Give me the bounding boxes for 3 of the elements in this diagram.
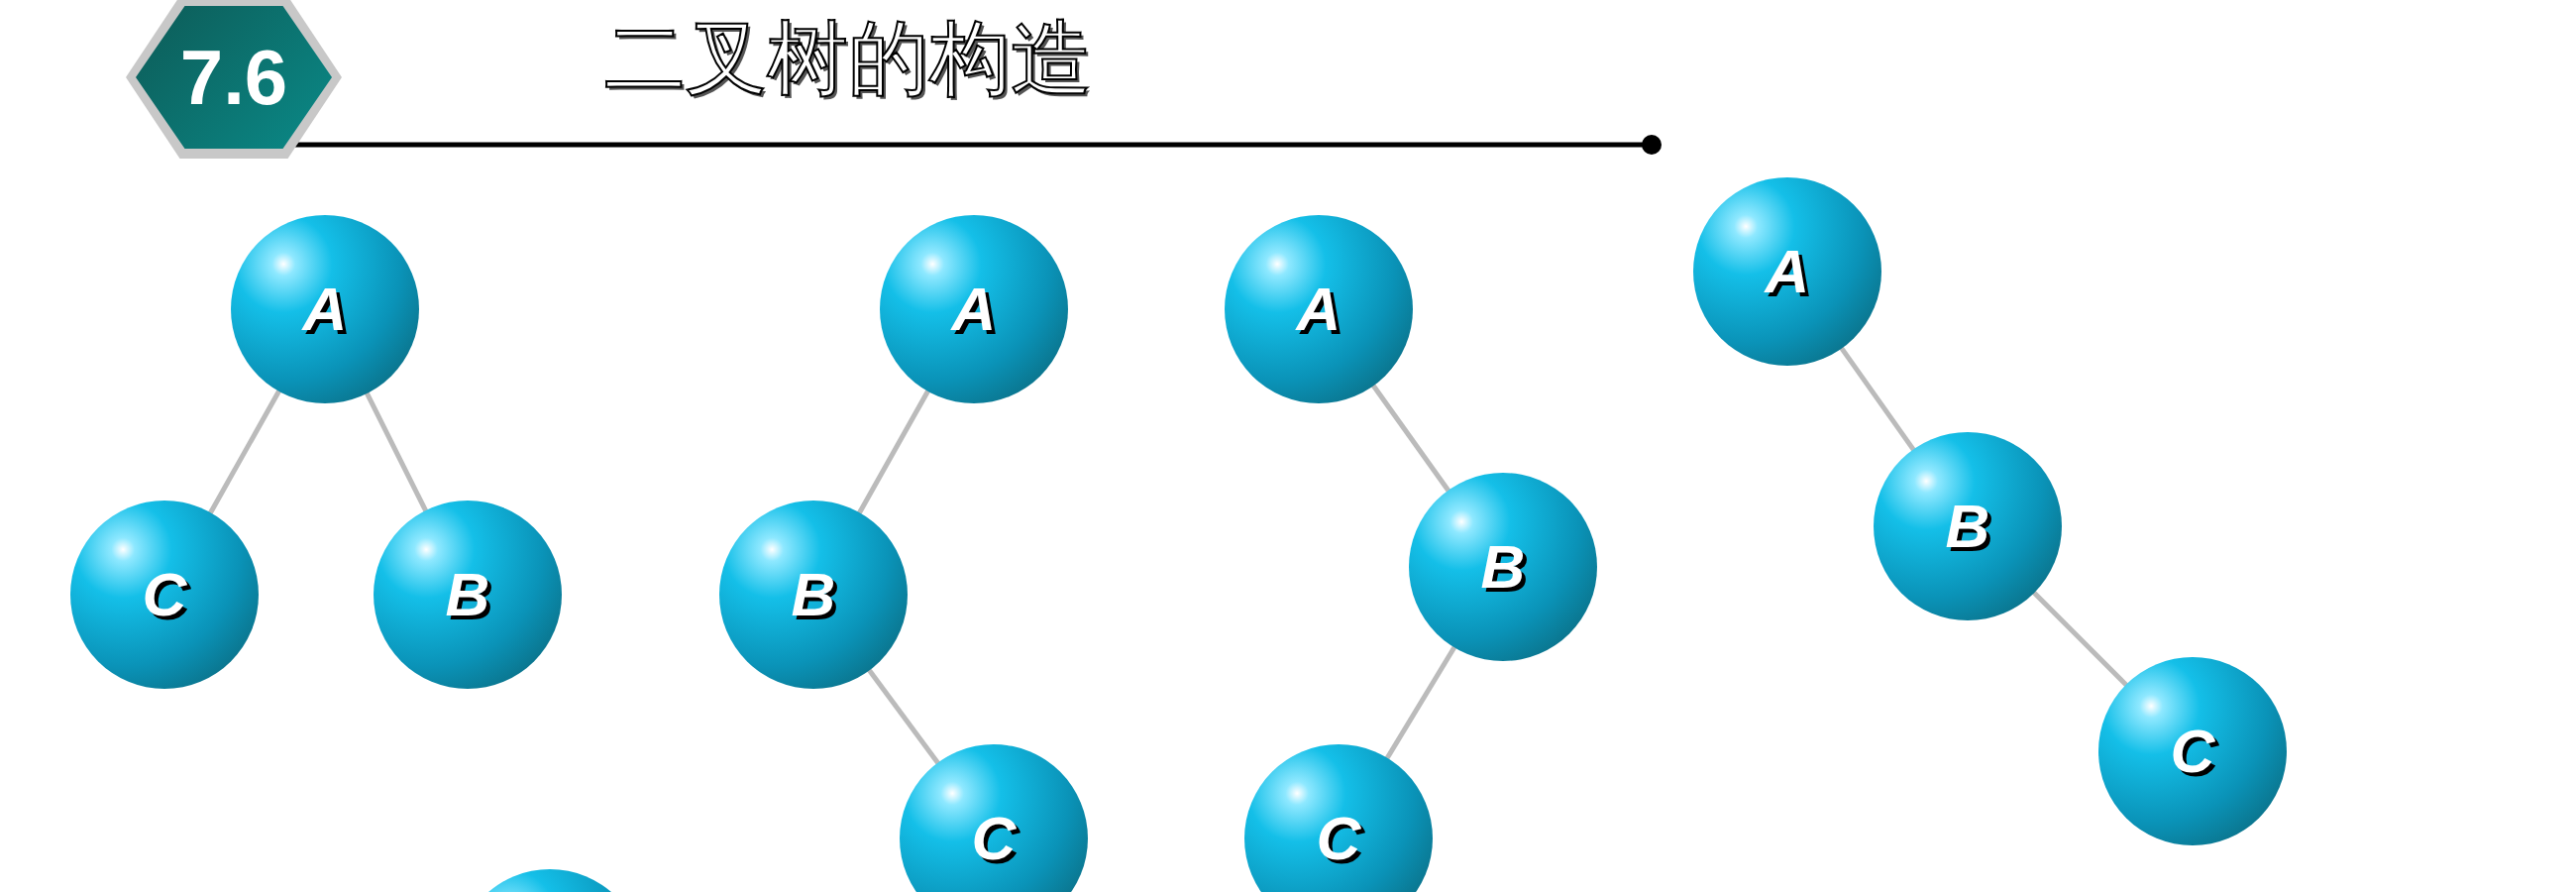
tree-edge: [2030, 589, 2130, 689]
tree-edge: [1369, 382, 1452, 495]
title: 二叉树的构造: [604, 18, 1092, 99]
